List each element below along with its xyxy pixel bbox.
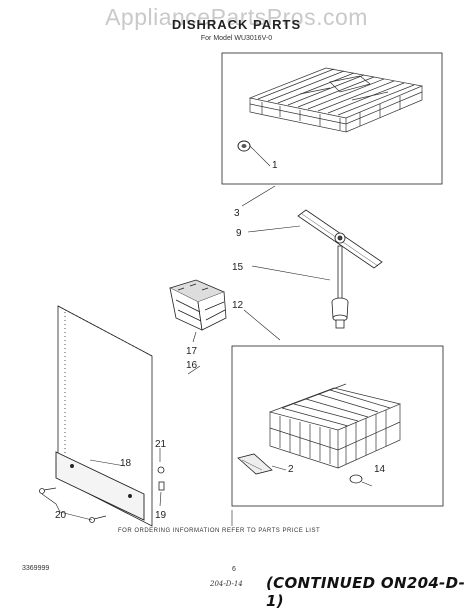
callout-14: 14 [374,464,386,475]
lower-rack-small-parts [237,453,363,484]
upper-rack-drawing [248,67,424,133]
upper-rack-frame [221,52,443,185]
ordering-info: FOR ORDERING INFORMATION REFER TO PARTS … [118,528,321,534]
spray-tube-drawing [331,245,349,329]
handwritten-note: 204-D-14 [210,580,243,588]
page-number: 6 [232,566,236,573]
callout-16: 16 [186,360,198,371]
page-title: DISHRACK PARTS [171,17,302,32]
callout-20: 20 [55,510,67,521]
callout-17: 17 [186,346,198,357]
silverware-basket-drawing [168,279,227,331]
callout-2: 2 [288,464,294,475]
callout-9: 9 [236,228,242,239]
door-trim-drawing [55,451,145,521]
watermark: AppliancePartsPros.com [105,4,368,30]
door-fasteners-drawing [157,466,165,491]
leader-lines [41,185,373,526]
continued-note: (CONTINUED ON204-D-1) [266,574,466,610]
callout-21: 21 [155,439,167,450]
document-number: 3369999 [22,565,50,572]
callout-1: 1 [272,160,278,171]
callout-15: 15 [232,262,244,273]
callout-3: 3 [234,208,240,219]
callout-18: 18 [120,458,132,469]
rack-wheel-part [237,140,271,167]
callout-12: 12 [232,300,244,311]
lower-rack-frame [231,345,444,507]
lower-rack-drawing [268,383,402,469]
callout-19: 19 [155,510,167,521]
spray-arm-drawing [297,209,383,269]
screws-drawing [39,487,107,523]
model-subtitle: For Model WU3016V-0 [200,35,273,42]
